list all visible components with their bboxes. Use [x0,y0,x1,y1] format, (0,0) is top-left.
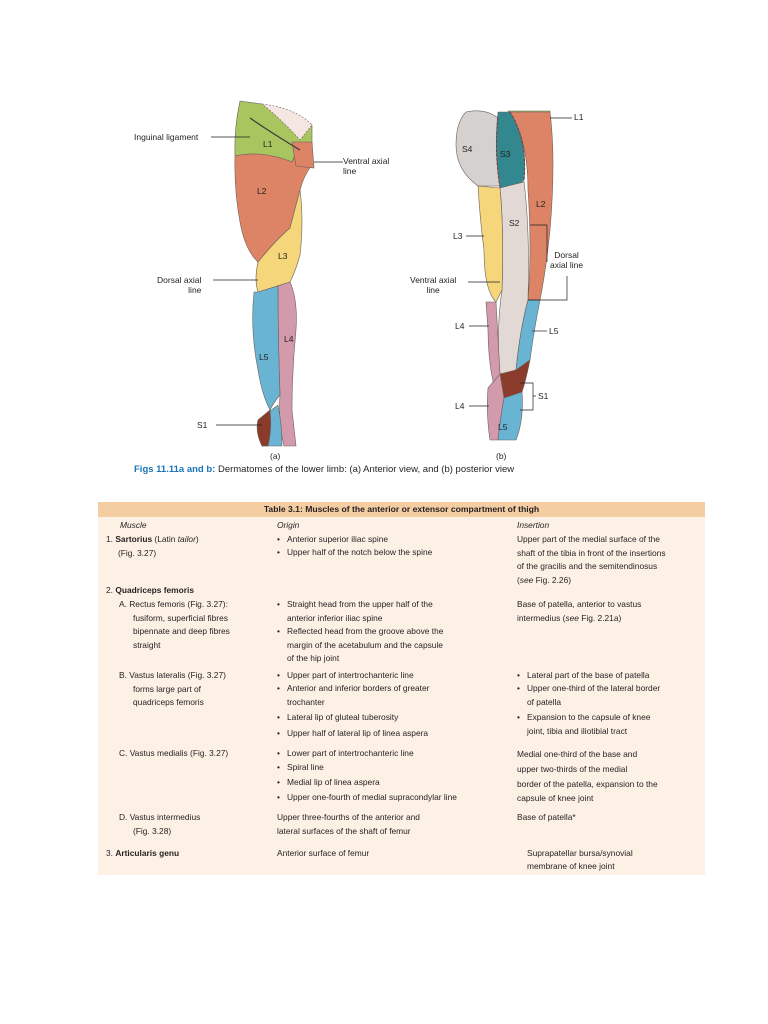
label-a-l5: L5 [259,352,269,362]
lateralis-insertion-2: Upper one-third of the lateral border of… [517,682,660,709]
figure-caption: Figs 11.11a and b: Dermatomes of the low… [134,464,514,475]
muscle-table: Table 3.1: Muscles of the anterior or ex… [98,502,705,875]
caption-text: Dermatomes of the lower limb: (a) Anteri… [215,464,515,475]
label-b-s3: S3 [500,149,511,159]
medialis-origin-4: Upper one-fourth of medial supracondylar… [277,791,457,805]
lateralis-insertion-1: Lateral part of the base of patella [517,669,649,683]
label-a-l3: L3 [278,251,288,261]
row-quadriceps-muscle: 2. Quadriceps femoris [106,585,194,595]
row-vastus-intermedius-muscle: D. Vastus intermedius (Fig. 3.28) [119,812,201,836]
row-articularis-genu-muscle: 3. Articularis genu [106,848,180,858]
medialis-origin-2: Spiral line [277,761,324,775]
label-b-l5: L5 [549,326,559,336]
intermedius-insertion: Base of patella* [517,812,576,822]
label-b-l4-foot: L4 [455,401,465,411]
panel-b-label: (b) [496,451,507,461]
col-header-origin: Origin [277,520,300,530]
medialis-origin-3: Medial lip of linea aspera [277,776,380,790]
medialis-origin-1: Lower part of intertrochanteric line [277,747,414,761]
intermedius-origin: Upper three-fourths of the anterior and … [277,812,420,836]
panel-a-label: (a) [270,451,281,461]
label-b-l2: L2 [536,199,546,209]
dermatome-a-s1 [256,409,271,447]
lateralis-origin-2: Anterior and inferior borders of greater… [277,682,429,709]
rectus-origin-2: Reflected head from the groove above the… [277,625,443,666]
lateralis-origin-3: Lateral lip of gluteal tuberosity [277,711,398,725]
label-b-l5-foot: L5 [498,422,508,432]
label-a-dorsal-axial-line: Dorsal axial line [157,275,202,295]
label-b-l4: L4 [455,321,465,331]
label-a-l2: L2 [257,186,267,196]
label-b-ventral-axial-line: Ventral axial line [410,275,457,295]
lateralis-origin-1: Upper part of intertrochanteric line [277,669,414,683]
label-b-l1: L1 [574,112,584,122]
label-inguinal-ligament: Inguinal ligament [134,132,199,142]
dermatome-illustration [211,100,572,447]
label-b-s4: S4 [462,144,473,154]
label-b-s1: S1 [538,391,549,401]
label-b-dorsal-axial-line: Dorsal axial line [550,250,584,270]
label-a-l1: L1 [263,139,273,149]
dermatome-b-l3 [477,185,503,303]
dermatome-a-l3 [255,189,303,293]
row-vastus-medialis-muscle: C. Vastus medialis (Fig. 3.27) [119,748,229,758]
dermatome-b-l5-foot [497,391,523,441]
medialis-insertion: Medial one-third of the base and upper t… [517,749,658,804]
rectus-origin-1: Straight head from the upper half of the… [277,598,433,625]
table-title: Table 3.1: Muscles of the anterior or ex… [98,502,705,517]
caption-head: Figs 11.11a and b: [134,464,216,475]
label-a-ventral-axial-line: Ventral axial line [343,156,390,176]
col-header-insertion: Insertion [517,520,550,530]
dermatome-b-l4 [485,301,501,387]
col-header-muscle: Muscle [120,520,147,530]
lateralis-insertion-3: Expansion to the capsule of knee joint, … [517,711,650,738]
label-a-s1: S1 [197,420,208,430]
row-rectus-femoris-muscle: A. Rectus femoris (Fig. 3.27): fusiform,… [119,599,230,650]
sartorius-origin-1: Anterior superior iliac spine [277,533,388,547]
rectus-insertion: Base of patella, anterior to vastus inte… [517,599,642,623]
articularis-origin: Anterior surface of femur [277,848,370,858]
dermatome-a-l5 [252,285,281,411]
sartorius-origin-2: Upper half of the notch below the spine [277,546,432,560]
label-a-l4: L4 [284,334,294,344]
row-vastus-lateralis-muscle: B. Vastus lateralis (Fig. 3.27) forms la… [119,670,226,707]
row-sartorius-muscle: 1. Sartorius (Latin tailor) (Fig. 3.27) [106,534,199,558]
dermatome-figure: Inguinal ligament L1 Ventral axial line … [0,0,768,490]
dermatome-a-l1-skin [260,103,313,141]
sartorius-insertion: Upper part of the medial surface of the … [517,534,666,585]
lateralis-origin-4: Upper half of lateral lip of linea asper… [277,727,428,741]
articularis-insertion: Suprapatellar bursa/synovial membrane of… [527,848,633,871]
label-b-l3: L3 [453,231,463,241]
label-b-s2: S2 [509,218,520,228]
